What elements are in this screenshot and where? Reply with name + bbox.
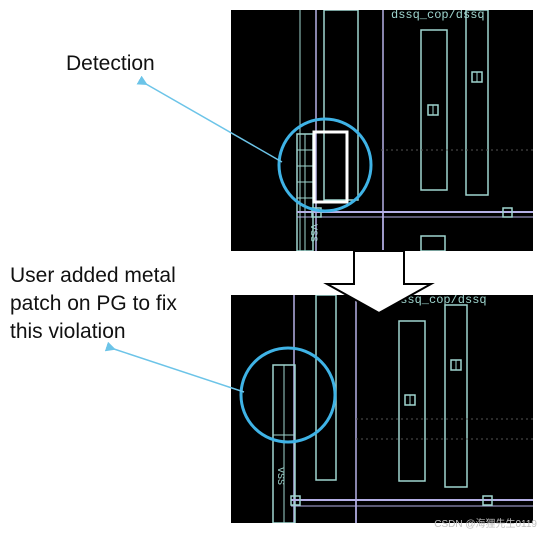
user-fix-line-3: this violation <box>10 320 126 343</box>
csdn-watermark: CSDN @海狸先生0119 <box>434 519 537 530</box>
detection-pointer-arrow <box>136 75 283 163</box>
via-icon <box>290 495 301 506</box>
highlight-circle <box>239 346 337 444</box>
detection-layout-panel: dssq_cop/dssq VSS <box>231 10 533 251</box>
detection-label: Detection <box>66 52 155 75</box>
detection-layout-drawing: dssq_cop/dssq VSS <box>277 10 533 251</box>
vss-text: VSS <box>274 467 285 485</box>
top-net-text: dssq_cop/dssq <box>391 10 485 22</box>
down-arrow-icon <box>323 250 435 315</box>
via-icon <box>502 207 513 218</box>
metal-bar <box>420 235 446 251</box>
user-fix-line-2: patch on PG to fix <box>10 292 177 315</box>
vss-text: VSS <box>307 224 318 242</box>
highlight-circle <box>277 117 373 213</box>
user-fix-line-1: User added metal <box>10 264 176 287</box>
metal-bar <box>315 295 337 481</box>
user-fix-label: User added metal patch on PG to fix this… <box>10 262 230 346</box>
fixed-layout-drawing: dssq_cop/dssq VSS <box>239 295 533 523</box>
via-icon <box>311 207 322 218</box>
violation-box <box>312 130 349 204</box>
metal-bar <box>398 320 426 482</box>
via-icon <box>482 495 493 506</box>
bottom-net-text: dssq_cop/dssq <box>393 295 487 307</box>
fix-pointer-arrow <box>104 341 245 393</box>
metal-bar <box>323 10 359 201</box>
metal-bar <box>444 304 468 488</box>
fixed-layout-panel: dssq_cop/dssq VSS <box>231 295 533 523</box>
metal-bar <box>420 29 448 191</box>
metal-bar <box>465 10 489 196</box>
